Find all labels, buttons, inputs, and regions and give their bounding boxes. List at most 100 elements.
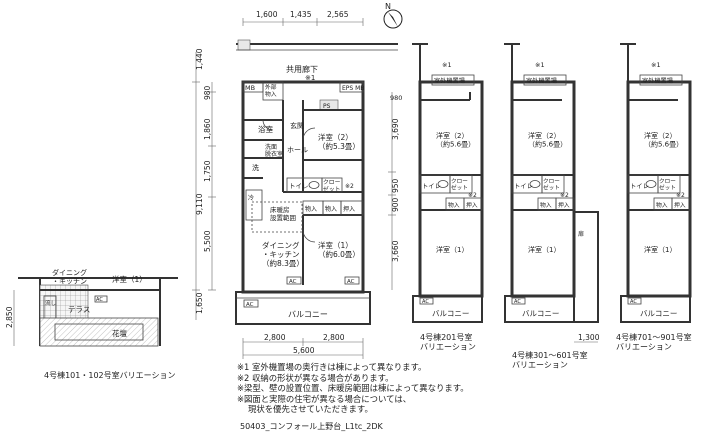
variant-201-oshiire: 押入 — [466, 201, 478, 209]
variant-701-balcony: バルコニー — [640, 309, 677, 318]
variant-201-ac: AC — [422, 299, 429, 305]
dim-950: 950 — [391, 178, 400, 193]
ground-room1: 洋室（1） — [112, 274, 147, 284]
laundry-label: 洗面脱衣室 — [265, 143, 283, 158]
eps-mb-label: EPS MB — [342, 85, 364, 92]
note-line: ※2 収納の形状が異なる場合があります。 — [237, 372, 394, 383]
dining-label: ダイニング・キッチン（約8.3畳） — [262, 240, 304, 268]
variant-701-outdoor: 室外機置場 — [642, 77, 673, 85]
document-code: 50403_コンフォール上野台_L1tc_2DK — [240, 422, 383, 431]
left-dimensions: 1,440 980 1,860 1,750 9,110 5,500 1,650 — [192, 48, 216, 320]
room1-label: 洋室（1）（約6.0畳） — [318, 240, 360, 259]
variant-701-note1: ※1 — [651, 61, 661, 69]
storage-label-1: 物入 — [305, 205, 317, 213]
floor-heating-label: 床暖房設置範囲 — [270, 205, 296, 222]
variant-201-closet: クローゼット — [451, 178, 468, 192]
balcony-label: バルコニー — [288, 310, 328, 319]
dim-9110: 9,110 — [195, 193, 204, 215]
variant-201-room2: 洋室（2）（約5.6畳） — [436, 131, 475, 148]
variant-301-dim: 1,300 — [578, 333, 600, 342]
variant-301-storage: 物入 — [540, 201, 552, 209]
variant-301-note1: ※1 — [535, 61, 545, 69]
variant-201-note1: ※1 — [442, 61, 452, 69]
note-line: ※梁型、壁の設置位置、床暖房範囲は棟によって異なります。 — [237, 383, 469, 394]
note-line: ※1 室外機置場の奥行きは棟によって異なります。 — [237, 362, 427, 372]
dim-1860: 1,860 — [203, 118, 212, 140]
ac-label-1: AC — [289, 279, 297, 285]
note-line: 現状を優先させていただきます。 — [237, 404, 373, 415]
wash-label: 洗 — [252, 163, 259, 172]
ground-ac: AC — [96, 297, 103, 303]
hall-label: ホール — [287, 146, 308, 154]
variant-301-caption: 4号棟301～601号室バリエーション — [512, 350, 588, 370]
ground-flowerbed: 花壇 — [112, 328, 127, 338]
ground-terrace: テラス — [68, 305, 90, 314]
dim-3690: 3,690 — [391, 118, 400, 140]
north-arrow-icon: N — [383, 2, 403, 29]
variant-101-102: 流し ダイニング・キッチン 洋室（1） AC テラス 花壇 2,850 4号棟1… — [5, 268, 178, 380]
ground-sink: 流し — [45, 299, 56, 307]
top-dim-1: 1,600 — [256, 10, 278, 19]
top-dim-3: 2,565 — [327, 10, 349, 19]
variant-701-caption: 4号棟701～901号室バリエーション — [616, 332, 692, 352]
top-dim-2: 1,435 — [290, 10, 312, 19]
variant-701-room1: 洋室（1） — [644, 245, 676, 254]
variant-201-toilet: トイレ — [422, 183, 441, 190]
storage-label-2: 物入 — [325, 205, 337, 213]
variant-701-ac: AC — [630, 299, 637, 305]
note1-marker: ※1 — [305, 74, 315, 82]
note2-marker: ※2 — [345, 183, 354, 190]
common-corridor: 共用廊下 — [236, 39, 398, 74]
bathroom-label: 浴室 — [258, 124, 273, 134]
variant-701-storage: 物入 — [656, 201, 668, 209]
ac-label-2: AC — [347, 279, 355, 285]
variant-301-room2: 洋室（2）（約5.6畳） — [528, 131, 567, 148]
ground-dining: ダイニング・キッチン — [52, 268, 87, 285]
variant-301-601: 室外機置場 ※1 洋室（2）（約5.6畳） トイレ クローゼット 物入 押入 ※… — [504, 43, 600, 370]
oshiire-label: 押入 — [343, 205, 355, 213]
ac-label-3: AC — [246, 302, 254, 308]
variant-201-balcony: バルコニー — [432, 309, 469, 318]
bottom-dimensions: 2,800 2,800 5,600 — [242, 333, 364, 359]
variant-701-note2: ※2 — [676, 192, 685, 199]
outdoor-storage-label: 外部物入 — [265, 83, 277, 98]
variant-301-note2: ※2 — [560, 192, 569, 199]
variant-301-room1: 洋室（1） — [528, 245, 560, 254]
variant-301-door: 扉 — [578, 230, 584, 238]
variant-301-ac: AC — [514, 299, 521, 305]
closet-label: クローゼット — [323, 179, 341, 193]
ps-label: PS — [323, 103, 331, 110]
variant-301-oshiire: 押入 — [558, 201, 570, 209]
variant-301-outdoor: 室外機置場 — [526, 77, 557, 85]
variant-701-901: 室外機置場 ※1 洋室（2）（約5.6畳） トイレ クローゼット 物入 押入 ※… — [616, 43, 692, 352]
dim-1440: 1,440 — [195, 48, 204, 70]
dim-100: 980 — [390, 94, 402, 102]
dim-3660: 3,660 — [391, 240, 400, 262]
room2-label: 洋室（2）（約5.3畳） — [318, 132, 360, 151]
variant-701-toilet: トイレ — [630, 183, 649, 190]
main-unit: MB 外部物入 EPS MB ※1 PS 玄関 浴室 洗面脱衣室 ホール 洗 洋… — [235, 74, 371, 325]
bottom-dim-1: 2,800 — [264, 333, 286, 342]
variant-201-note2: ※2 — [468, 192, 477, 199]
ground-dim: 2,850 — [5, 306, 14, 328]
variant-701-closet: クローゼット — [659, 178, 676, 192]
variant-201: 室外機置場 ※1 洋室（2）（約5.6畳） トイレ クローゼット 物入 押入 ※… — [412, 43, 484, 352]
fridge-label: 冷 — [248, 194, 254, 202]
variant-301-toilet: トイレ — [514, 183, 533, 190]
variant-701-room2: 洋室（2）（約5.6畳） — [644, 131, 683, 148]
mb-label: MB — [245, 84, 255, 92]
top-dimension: 1,600 1,435 2,565 — [242, 10, 364, 26]
corridor-label: 共用廊下 — [286, 64, 318, 74]
variant-301-closet: クローゼット — [543, 178, 560, 192]
entrance-label: 玄関 — [290, 121, 304, 130]
dim-900: 900 — [391, 197, 400, 212]
notes-block: ※1 室外機置場の奥行きは棟によって異なります。 ※2 収納の形状が異なる場合が… — [237, 362, 469, 415]
bottom-dim-total: 5,600 — [293, 346, 315, 355]
variant-201-room1: 洋室（1） — [436, 245, 468, 254]
dim-1750: 1,750 — [203, 160, 212, 182]
toilet-label: トイレ — [289, 182, 309, 190]
variant-201-storage: 物入 — [448, 201, 460, 209]
variant-301-balcony: バルコニー — [522, 309, 559, 318]
ground-caption: 4号棟101・102号室バリエーション — [44, 370, 175, 380]
